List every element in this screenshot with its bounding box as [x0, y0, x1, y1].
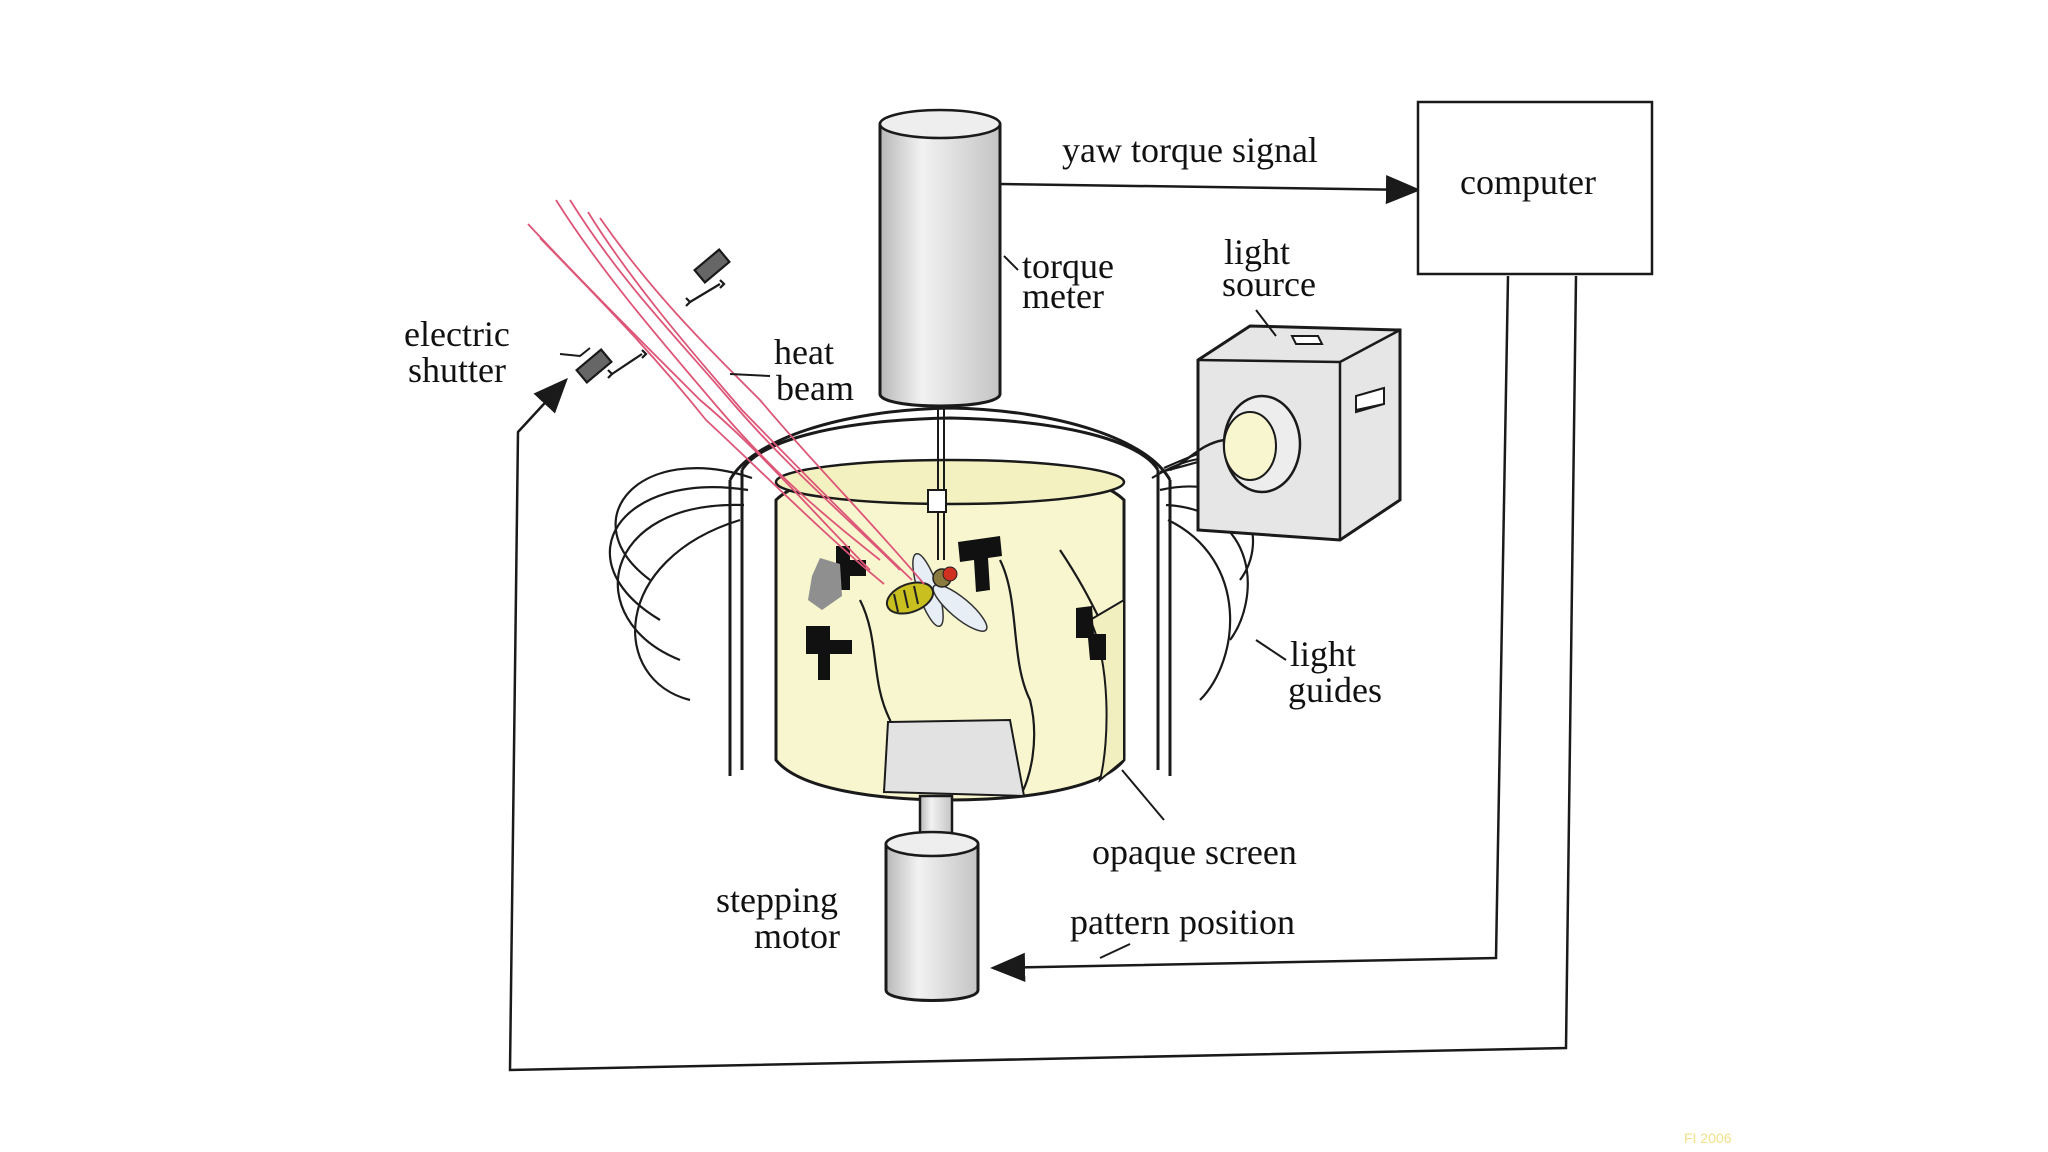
- electric-shutter-label-line2: shutter: [408, 350, 506, 390]
- heat-beam-label-line2: beam: [776, 368, 854, 408]
- light-guides-label-line2: guides: [1288, 670, 1382, 710]
- credit-text: FI 2006: [1684, 1130, 1732, 1146]
- electric-shutter-label-line1: electric: [404, 314, 510, 354]
- light-source-label-line2: source: [1222, 264, 1316, 304]
- stepping-motor: [884, 794, 980, 1002]
- heat-beam: [527, 199, 925, 585]
- yaw-torque-signal-arrow: [999, 174, 1421, 205]
- light-source-box: [1169, 324, 1402, 542]
- torque-meter-label-line2: meter: [1022, 276, 1104, 316]
- yaw-torque-signal-label: yaw torque signal: [1062, 130, 1318, 170]
- stepping-motor-label-line2: motor: [754, 916, 840, 956]
- signal-wires: [508, 174, 1578, 1072]
- light-source-label-line1: light: [1224, 232, 1291, 272]
- leader-lines: [559, 255, 1287, 959]
- pattern-position-wire: [990, 275, 1510, 982]
- heat-beam-label-line1: heat: [774, 332, 834, 372]
- electric-shutters: [575, 248, 731, 384]
- opaque-screen-label: opaque screen: [1092, 832, 1297, 872]
- computer-box: [1416, 100, 1654, 276]
- shutter-control-wire: [508, 275, 1578, 1072]
- stepping-motor-label-line1: stepping: [716, 880, 838, 920]
- computer-label: computer: [1460, 162, 1596, 202]
- torque-meter-label-line1: torque: [1022, 246, 1114, 286]
- torque-meter: [878, 108, 1002, 560]
- light-guides-label-line1: light: [1290, 634, 1357, 674]
- visual-pattern-marks: [806, 536, 1106, 680]
- fly: [885, 552, 988, 632]
- pattern-position-label: pattern position: [1070, 902, 1295, 942]
